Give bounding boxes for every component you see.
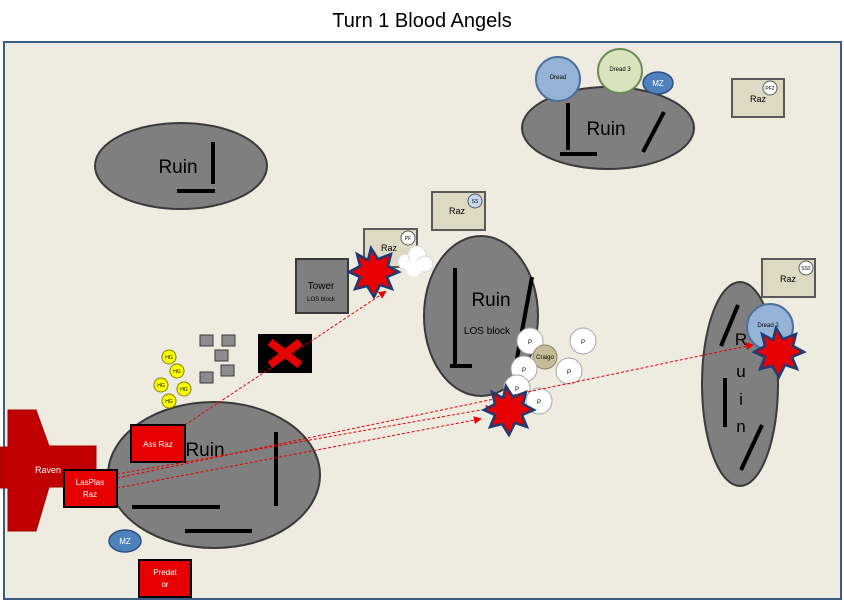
tower-los-label: LOS block xyxy=(307,297,336,303)
svg-text:Raven: Raven xyxy=(35,465,61,475)
smoke-cloud xyxy=(397,245,434,276)
mz-top: MZ xyxy=(642,71,674,95)
raven: Raven xyxy=(0,409,97,532)
hg-tokens: HG HG HG HG HG xyxy=(153,349,192,409)
svg-text:P: P xyxy=(537,400,541,406)
svg-text:Predat: Predat xyxy=(153,568,177,577)
svg-text:Dread 2: Dread 2 xyxy=(757,323,779,329)
svg-text:HG: HG xyxy=(180,387,188,393)
fire-line-lasplas-raz xyxy=(116,416,482,489)
svg-text:Raz: Raz xyxy=(780,274,797,284)
predator: Predat or xyxy=(138,559,192,598)
svg-text:HG: HG xyxy=(165,399,173,405)
tower: Tower LOS block xyxy=(295,258,349,314)
ruin-bottom-left: Ruin xyxy=(107,401,321,549)
svg-text:SS: SS xyxy=(472,199,479,205)
svg-text:LasPlas: LasPlas xyxy=(76,478,104,487)
svg-text:Dread 3: Dread 3 xyxy=(609,67,631,73)
ruin-top-left: Ruin xyxy=(94,122,268,210)
svg-text:P: P xyxy=(528,340,532,346)
los-block-label: LOS block xyxy=(464,326,511,337)
dread-3: Dread 3 xyxy=(597,48,643,94)
mz-bottom: MZ xyxy=(108,529,142,553)
svg-text:Raz: Raz xyxy=(449,206,466,216)
ruin-label: Ruin xyxy=(471,290,510,311)
svg-text:MZ: MZ xyxy=(119,537,131,546)
dread: Dread xyxy=(535,56,581,102)
svg-text:Raz: Raz xyxy=(83,490,97,499)
raz-top-right: Raz PF2 xyxy=(731,78,785,118)
destroyed-marker xyxy=(258,334,312,373)
lasplas-raz: LasPlas Raz xyxy=(63,469,118,508)
small-models xyxy=(199,334,236,384)
ass-raz: Ass Raz xyxy=(130,424,186,463)
svg-text:HG: HG xyxy=(165,355,173,361)
svg-text:P: P xyxy=(581,340,585,346)
ruin-label: Ruin xyxy=(185,440,224,461)
svg-text:SS2: SS2 xyxy=(801,266,811,272)
svg-text:P: P xyxy=(522,368,526,374)
raz-mid: Raz SS xyxy=(431,191,486,231)
svg-text:Dread: Dread xyxy=(550,75,566,81)
svg-text:P: P xyxy=(515,387,519,393)
svg-text:Ass Raz: Ass Raz xyxy=(143,440,173,449)
explosion-dread2 xyxy=(751,324,807,380)
explosion-tower xyxy=(346,244,402,300)
fire-line-ass-raz xyxy=(184,290,387,426)
fire-line-dread2 xyxy=(116,342,754,479)
fire-lines xyxy=(116,290,754,489)
ruin-letter: u xyxy=(736,362,745,381)
ruin-label: Ruin xyxy=(158,157,197,178)
svg-text:Craigo: Craigo xyxy=(536,355,554,361)
svg-text:HG: HG xyxy=(157,383,165,389)
page-title: Turn 1 Blood Angels xyxy=(332,10,512,32)
ruin-letter: R xyxy=(735,330,747,349)
svg-text:PF2: PF2 xyxy=(765,86,774,92)
ruin-letter: n xyxy=(736,417,745,436)
fire-line-lasplas-infantry xyxy=(116,405,494,475)
svg-text:Raz: Raz xyxy=(381,243,398,253)
svg-text:Raz: Raz xyxy=(750,94,767,104)
explosion-infantry xyxy=(481,382,537,438)
raz-right: Raz SS2 xyxy=(761,258,816,298)
svg-text:MZ: MZ xyxy=(652,79,664,88)
ruin-letter: i xyxy=(739,390,743,409)
tower-label: Tower xyxy=(308,281,335,292)
ruin-label: Ruin xyxy=(586,119,625,140)
svg-text:HG: HG xyxy=(173,369,181,375)
svg-text:PF: PF xyxy=(405,236,411,242)
svg-text:or: or xyxy=(161,580,168,589)
svg-text:P: P xyxy=(567,370,571,376)
